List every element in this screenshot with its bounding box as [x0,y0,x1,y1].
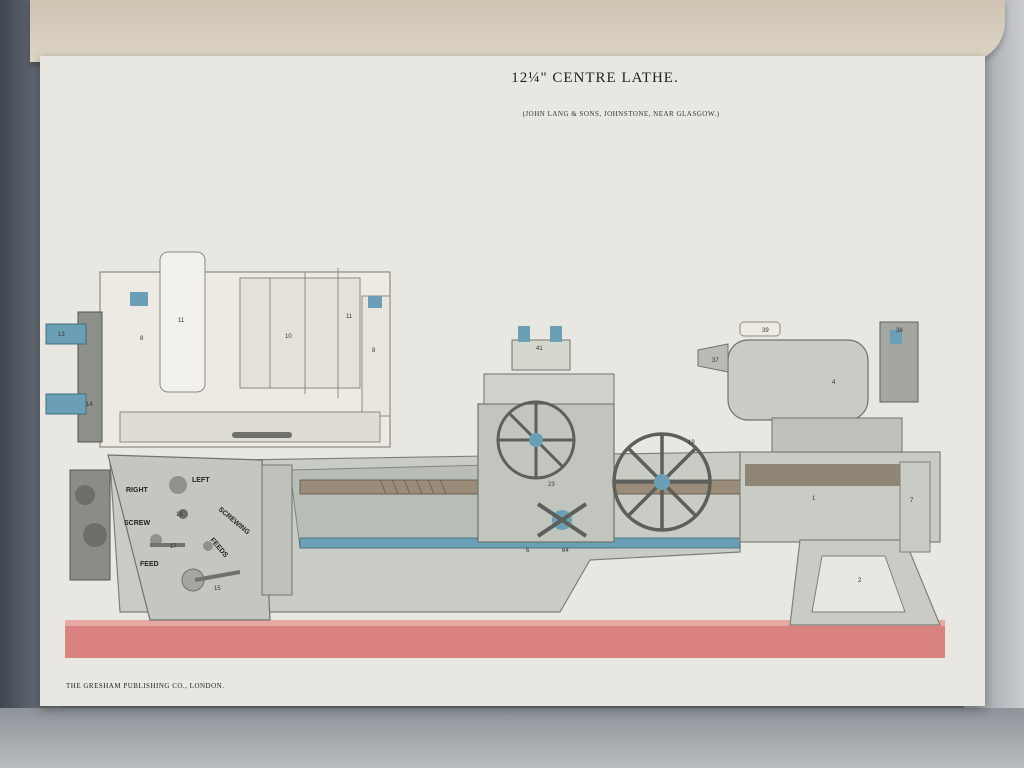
part-number-14: 14 [86,402,93,408]
desk-surface-bottom [0,708,1024,768]
part-number-11a: 11 [178,318,185,324]
gearbox-panel [107,454,271,621]
part-number-10: 10 [285,334,292,340]
part-number-15: 15 [214,586,221,592]
part-number-38: 38 [896,328,903,334]
gearbox-label-screw: SCREW [124,520,150,527]
gearbox-label-feed: FEED [140,561,159,568]
gearbox-label-left: LEFT [192,477,210,484]
floor-band [65,620,945,658]
part-number-2: 2 [858,578,862,584]
part-number-16: 16 [176,512,183,518]
part-number-17: 17 [170,544,177,550]
tailstock [727,339,869,421]
part-number-13: 13 [58,332,65,338]
previous-page-edge [30,0,1005,62]
part-number-23: 23 [548,482,555,488]
publisher-imprint: THE GRESHAM PUBLISHING CO., LONDON. [66,682,225,690]
part-number-8a: 8 [140,336,144,342]
plate-title: 12¼" CENTRE LATHE. [511,70,679,86]
part-number-19: 19 [688,440,695,446]
cross-slide-handle[interactable] [536,502,588,538]
part-number-4: 4 [832,380,836,386]
part-number-8b: 8 [372,348,376,354]
plate-subtitle: (JOHN LANG & SONS, JOHNSTONE, NEAR GLASG… [522,110,720,118]
cone-pulley [239,277,361,389]
part-number-1: 1 [812,496,816,502]
part-number-7: 7 [910,498,914,504]
part-number-64: 64 [562,548,569,554]
part-number-41: 41 [536,346,543,352]
part-number-39: 39 [762,328,769,334]
part-number-6: 6 [526,548,530,554]
carriage-apron [477,403,615,543]
part-number-37: 37 [712,358,719,364]
gearbox-label-right: RIGHT [126,487,149,494]
part-number-11b: 11 [346,314,353,320]
tool-post [511,339,571,371]
